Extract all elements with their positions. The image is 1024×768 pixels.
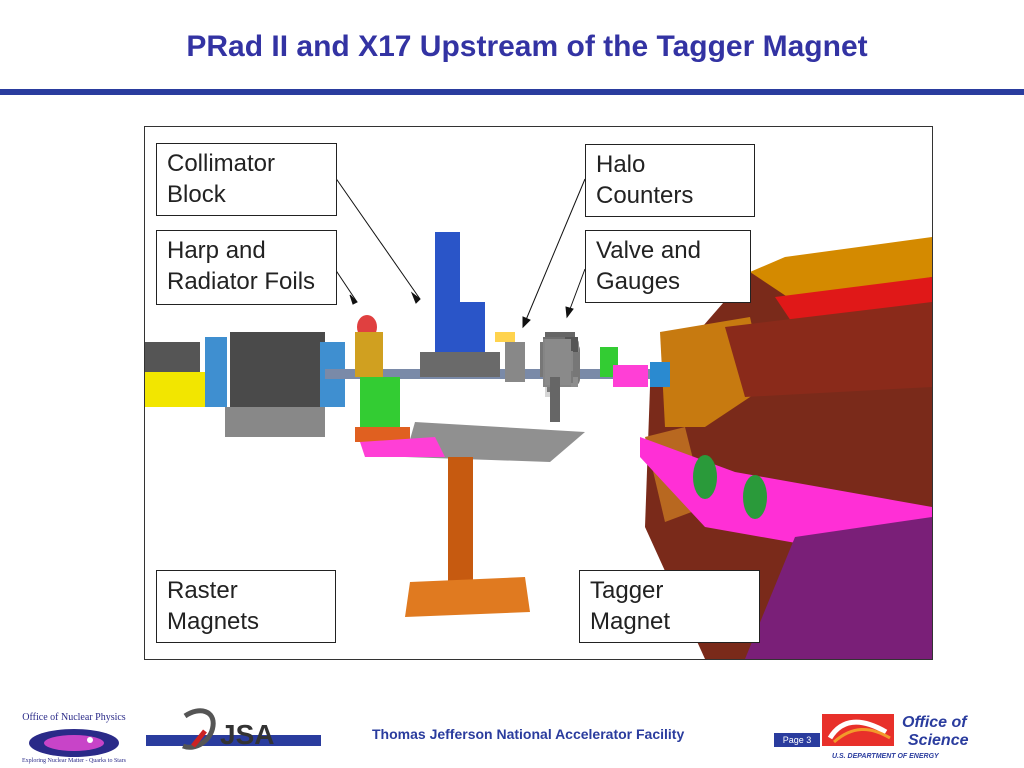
doe-office-text: Office of	[902, 714, 968, 731]
collimator-block-illustration	[420, 232, 500, 377]
callout-halo-line1: Halo	[596, 151, 646, 178]
harp-radiator-illustration	[355, 315, 410, 442]
callout-harp-radiator: Harp and Radiator Foils	[156, 230, 337, 305]
beamline-cad-illustration	[145, 176, 932, 659]
doe-office-of-science-logo: Office of Science U.S. DEPARTMENT OF ENE…	[822, 714, 969, 760]
callout-collimator-block: Collimator Block	[156, 143, 337, 216]
page-number: Page 3	[774, 733, 820, 747]
callout-collimator-line1: Collimator	[167, 150, 276, 177]
jsa-logo: JSA	[182, 708, 274, 750]
footer-bar-left	[146, 735, 321, 746]
callout-tagger-line2: Magnet	[590, 608, 671, 635]
callout-halo-line2: Counters	[596, 182, 694, 209]
doe-science-text: Science	[908, 732, 969, 749]
onp-logo-motto: Exploring Nuclear Matter - Quarks to Sta…	[22, 758, 127, 764]
beamline-figure: Collimator Block Harp and Radiator Foils…	[144, 126, 933, 660]
onp-logo: Office of Nuclear Physics Exploring Nucl…	[22, 712, 127, 764]
support-stand-illustration	[360, 422, 585, 617]
callout-raster-line1: Raster	[167, 577, 238, 604]
callout-raster-line2: Magnets	[167, 608, 260, 635]
callout-tagger-line1: Tagger	[590, 577, 664, 604]
raster-magnets-illustration	[145, 332, 345, 437]
facility-name: Thomas Jefferson National Accelerator Fa…	[372, 726, 685, 742]
title-rule	[0, 89, 1024, 95]
callout-harp-line1: Harp and	[167, 237, 266, 264]
callout-valve-line1: Valve and	[596, 237, 701, 264]
doe-dept-text: U.S. DEPARTMENT OF ENERGY	[832, 753, 940, 760]
callout-valve-line2: Gauges	[596, 268, 681, 295]
leader-arrows	[334, 176, 586, 329]
callout-halo-counters: Halo Counters	[585, 144, 755, 217]
callout-collimator-line2: Block	[167, 181, 226, 208]
tagger-magnet-illustration	[640, 237, 932, 659]
onp-logo-text: Office of Nuclear Physics	[22, 712, 126, 723]
callout-valve-gauges: Valve and Gauges	[585, 230, 751, 303]
halo-valve-illustration	[495, 332, 670, 422]
callout-raster-magnets: Raster Magnets	[156, 570, 336, 643]
slide-title: PRad II and X17 Upstream of the Tagger M…	[186, 30, 868, 63]
callout-harp-line2: Radiator Foils	[167, 268, 316, 295]
callout-tagger-magnet: Tagger Magnet	[579, 570, 760, 643]
jsa-logo-text: JSA	[220, 719, 274, 750]
